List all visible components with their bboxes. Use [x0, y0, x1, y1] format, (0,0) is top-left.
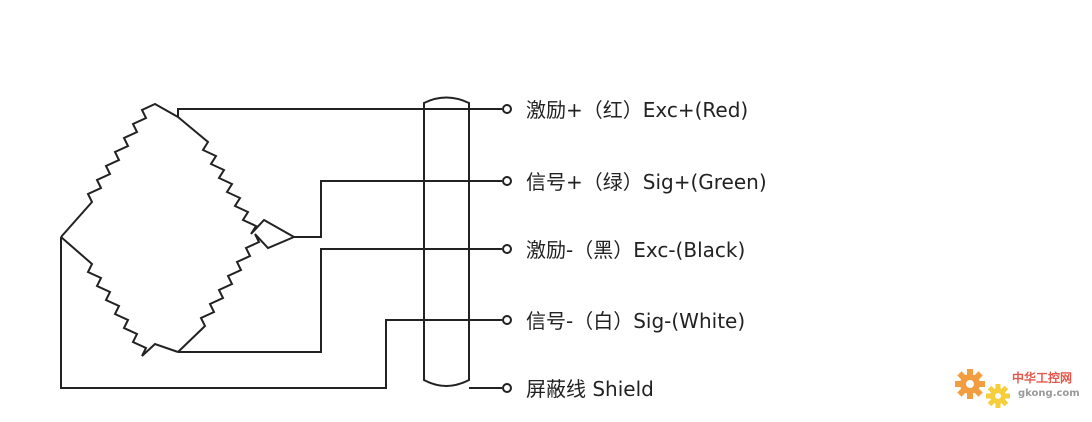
- resistor-bottom-right: [177, 233, 295, 353]
- watermark-url: gkong.com: [1018, 388, 1080, 399]
- gear-small-icon: [986, 384, 1010, 408]
- wire-sig-minus: [60, 237, 502, 389]
- gear-icon: [955, 369, 985, 399]
- terminal-sig-minus: [502, 315, 512, 325]
- wire-exc-minus: [178, 248, 502, 353]
- resistor-top-right: [177, 116, 295, 238]
- watermark-title: 中华工控网: [1012, 370, 1072, 385]
- terminal-exc-minus: [502, 244, 512, 254]
- watermark-logo: 中华工控网 gkong.com: [955, 369, 1080, 408]
- label-shield: 屏蔽线 Shield: [526, 377, 654, 401]
- wire-labels: 激励+（红）Exc+(Red) 信号+（绿）Sig+(Green) 激励-（黑）…: [526, 98, 767, 401]
- label-exc-plus: 激励+（红）Exc+(Red): [526, 98, 748, 122]
- bridge-resistors: [60, 102, 295, 357]
- resistor-bottom-left: [60, 236, 179, 357]
- label-sig-minus: 信号-（白）Sig-(White): [526, 309, 745, 333]
- wire-exc-plus: [177, 108, 502, 117]
- cable-shield-sheath: [423, 96, 470, 387]
- terminal-sig-plus: [502, 176, 512, 186]
- wire-sig-plus: [294, 180, 502, 238]
- label-exc-minus: 激励-（黑）Exc-(Black): [526, 238, 745, 262]
- terminals: [502, 104, 512, 393]
- resistor-top-left: [60, 102, 179, 238]
- terminal-shield: [502, 383, 512, 393]
- bridge-wires: [60, 108, 502, 389]
- label-sig-plus: 信号+（绿）Sig+(Green): [526, 170, 767, 194]
- terminal-exc-plus: [502, 104, 512, 114]
